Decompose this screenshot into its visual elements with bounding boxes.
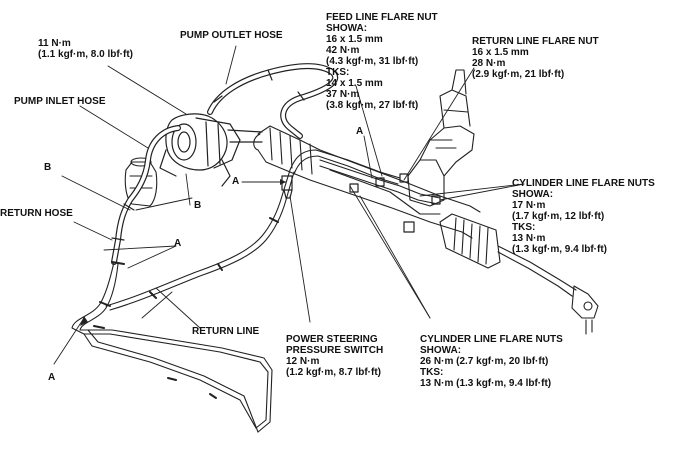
callout-a-center: A xyxy=(174,238,182,249)
callout-a-switch: A xyxy=(232,176,240,187)
torque-line: 11 N·m xyxy=(38,38,71,49)
cylinder-upper-spec: (1.7 kgf·m, 12 lbf·ft) xyxy=(512,211,605,222)
pump-inlet-hose xyxy=(111,125,181,265)
feed-line-spec: (3.8 kgf·m, 27 lbf·ft) xyxy=(326,100,419,111)
return-line-flare-nut-label: RETURN LINE FLARE NUT 16 x 1.5 mm 28 N·m… xyxy=(472,36,599,80)
callout-b-right: B xyxy=(194,200,202,211)
feed-line-spec: (4.3 kgf·m, 31 lbf·ft) xyxy=(326,56,419,67)
pressure-switch-spec: 12 N·m xyxy=(286,356,320,367)
pump-outlet-hose xyxy=(207,63,338,139)
return-flare-spec: 16 x 1.5 mm xyxy=(472,47,529,58)
cylinder-upper-title: CYLINDER LINE FLARE NUTS xyxy=(512,178,655,189)
cylinder-upper-spec: (1.3 kgf·m, 9.4 lbf·ft) xyxy=(512,244,608,255)
feed-line-spec: 14 x 1.5 mm xyxy=(326,78,383,89)
return-flare-title: RETURN LINE FLARE NUT xyxy=(472,36,599,47)
leader-lines xyxy=(53,45,525,365)
feed-line-spec: SHOWA: xyxy=(326,23,368,34)
cylinder-upper-spec: 17 N·m xyxy=(512,200,546,211)
feed-line-spec: 37 N·m xyxy=(326,89,360,100)
return-flare-spec: 28 N·m xyxy=(472,58,506,69)
cylinder-lower-spec: TKS: xyxy=(420,367,444,378)
cylinder-lower-spec: 13 N·m (1.3 kgf·m, 9.4 lbf·ft) xyxy=(420,378,552,389)
callout-a-bottom: A xyxy=(48,372,56,383)
cylinder-upper-spec: SHOWA: xyxy=(512,189,554,200)
steering-gearbox xyxy=(253,69,481,239)
cylinder-line-flare-nuts-upper-label: CYLINDER LINE FLARE NUTS SHOWA: 17 N·m (… xyxy=(512,178,655,255)
pressure-switch-spec: POWER STEERING xyxy=(286,334,378,345)
callout-b-left: B xyxy=(44,162,52,173)
cylinder-upper-spec: 13 N·m xyxy=(512,233,546,244)
return-line xyxy=(105,169,295,311)
return-line-tubes xyxy=(71,261,273,433)
torque-line: (1.1 kgf·m, 8.0 lbf·ft) xyxy=(38,49,134,60)
return-hose-label: RETURN HOSE xyxy=(0,208,73,219)
pump-outlet-hose-label: PUMP OUTLET HOSE xyxy=(180,30,283,41)
feed-line-spec: TKS: xyxy=(326,67,350,78)
cylinder-lower-title: CYLINDER LINE FLARE NUTS xyxy=(420,334,563,345)
cylinder-line-flare-nuts-lower-label: CYLINDER LINE FLARE NUTS SHOWA: 26 N·m (… xyxy=(420,334,563,389)
pump-outlet-torque-label: 11 N·m (1.1 kgf·m, 8.0 lbf·ft) xyxy=(38,38,133,60)
feed-line-spec: 42 N·m xyxy=(326,45,360,56)
return-line-label: RETURN LINE xyxy=(192,326,260,337)
feed-line-spec: 16 x 1.5 mm xyxy=(326,34,383,45)
return-flare-spec: (2.9 kgf·m, 21 lbf·ft) xyxy=(472,69,565,80)
cylinder-lower-spec: SHOWA: xyxy=(420,345,462,356)
cylinder-upper-spec: TKS: xyxy=(512,222,536,233)
power-steering-pressure-switch-label: POWER STEERING PRESSURE SWITCH 12 N·m (1… xyxy=(286,334,383,378)
pressure-switch-spec: PRESSURE SWITCH xyxy=(286,345,384,356)
pressure-switch-spec: (1.2 kgf·m, 8.7 lbf·ft) xyxy=(286,367,382,378)
feed-line-flare-nut-label: FEED LINE FLARE NUT SHOWA: 16 x 1.5 mm 4… xyxy=(326,12,438,111)
tie-rod-boot xyxy=(439,213,599,335)
cylinder-lower-spec: 26 N·m (2.7 kgf·m, 20 lbf·ft) xyxy=(420,356,549,367)
power-steering-pump xyxy=(159,113,263,187)
pump-inlet-hose-label: PUMP INLET HOSE xyxy=(14,96,106,107)
callout-a-gearbox: A xyxy=(356,126,364,137)
feed-line-title: FEED LINE FLARE NUT xyxy=(326,12,438,23)
leader-arrowheads xyxy=(80,179,286,326)
